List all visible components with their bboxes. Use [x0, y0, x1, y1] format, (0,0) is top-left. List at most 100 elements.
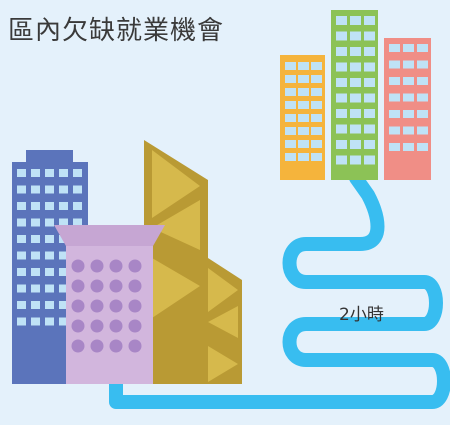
decor-dot: [90, 319, 104, 333]
window: [17, 301, 26, 309]
window: [17, 169, 26, 177]
window: [285, 88, 296, 96]
window: [17, 284, 26, 293]
window: [73, 185, 82, 194]
decor-dot: [128, 279, 142, 293]
window: [285, 153, 296, 161]
window: [59, 202, 68, 210]
window: [403, 93, 414, 102]
window: [403, 77, 414, 85]
window: [31, 169, 40, 177]
window: [350, 31, 361, 41]
window: [389, 143, 400, 151]
window: [298, 140, 309, 148]
housing-estate-icon: [54, 225, 165, 384]
window: [298, 62, 309, 70]
window: [350, 93, 361, 103]
window: [417, 143, 428, 151]
decor-dot: [90, 339, 104, 353]
window: [350, 155, 361, 165]
window: [364, 140, 375, 149]
window: [336, 16, 347, 25]
window: [31, 185, 40, 194]
window: [336, 124, 347, 134]
window: [403, 60, 414, 69]
decor-dot: [128, 299, 142, 313]
housing-estate: [12, 140, 242, 384]
decor-dot: [128, 319, 142, 333]
decor-dot: [71, 259, 85, 273]
window: [350, 140, 361, 149]
window: [417, 93, 428, 102]
housing-estate-icon: [144, 140, 242, 384]
window: [298, 101, 309, 109]
window: [45, 301, 54, 309]
window: [31, 284, 40, 293]
decor-dot: [128, 339, 142, 353]
office-building-icon: [384, 38, 431, 180]
window: [311, 101, 322, 109]
window: [298, 153, 309, 161]
window: [17, 268, 26, 276]
window: [59, 301, 68, 309]
window: [73, 169, 82, 177]
window: [59, 218, 68, 227]
window: [311, 88, 322, 96]
window: [45, 251, 54, 260]
window: [298, 114, 309, 122]
window: [389, 77, 400, 85]
window: [31, 235, 40, 243]
decor-dot: [109, 259, 123, 273]
decor-dot: [109, 279, 123, 293]
decor-dot: [90, 259, 104, 273]
window: [364, 109, 375, 118]
decor-dot: [71, 319, 85, 333]
window: [45, 268, 54, 276]
window: [45, 317, 54, 326]
window: [417, 110, 428, 118]
window: [389, 44, 400, 52]
window: [59, 268, 68, 276]
window: [31, 301, 40, 309]
window: [311, 153, 322, 161]
window: [336, 62, 347, 72]
window: [417, 60, 428, 69]
window: [364, 62, 375, 72]
window: [336, 140, 347, 149]
window: [73, 218, 82, 227]
window: [336, 93, 347, 103]
route-road-icon: [109, 171, 450, 409]
window: [285, 75, 296, 83]
office-building-icon: [280, 55, 325, 180]
window: [17, 251, 26, 260]
window: [31, 202, 40, 210]
window: [350, 109, 361, 118]
window: [389, 110, 400, 118]
window: [17, 202, 26, 210]
window: [298, 88, 309, 96]
decor-dot: [90, 299, 104, 313]
window: [364, 16, 375, 25]
window: [403, 143, 414, 151]
window: [364, 78, 375, 87]
window: [350, 78, 361, 87]
window: [285, 114, 296, 122]
window: [417, 77, 428, 85]
window: [45, 185, 54, 194]
decor-dot: [71, 339, 85, 353]
window: [311, 114, 322, 122]
window: [417, 44, 428, 52]
window: [350, 62, 361, 72]
window: [364, 155, 375, 165]
window: [59, 284, 68, 293]
window: [336, 109, 347, 118]
window: [31, 218, 40, 227]
window: [45, 235, 54, 243]
page-title: 區內欠缺就業機會: [8, 16, 225, 46]
window: [364, 93, 375, 103]
window: [45, 202, 54, 210]
window: [17, 218, 26, 227]
window: [389, 126, 400, 135]
window: [17, 235, 26, 243]
